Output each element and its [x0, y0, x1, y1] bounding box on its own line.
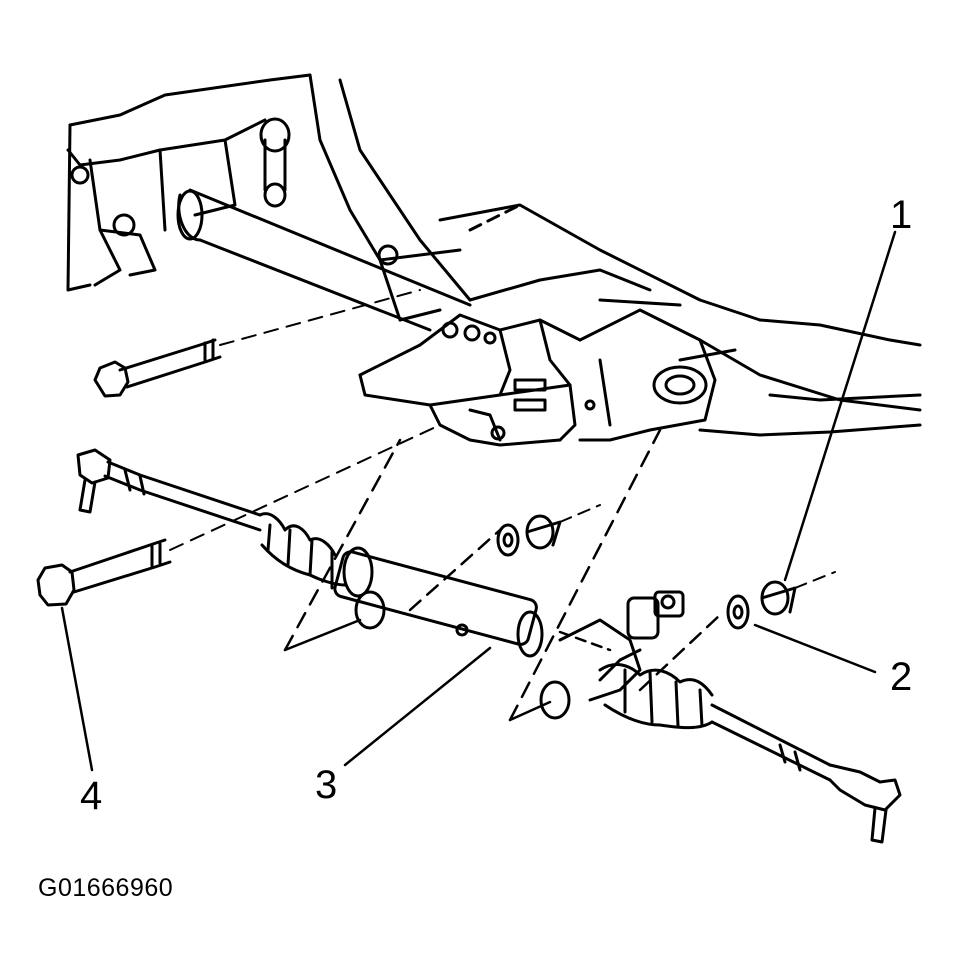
callout-4: 4 [80, 774, 103, 818]
leader-4 [60, 606, 94, 772]
lower-mounting-bolt [36, 424, 441, 607]
frame-crossmember [66, 73, 922, 437]
leader-1 [783, 230, 897, 582]
gear-mounting-bracket [358, 308, 717, 447]
washers-and-nuts [496, 504, 836, 630]
leader-2 [753, 623, 877, 674]
callout-3: 3 [315, 763, 338, 807]
callout-1: 1 [890, 193, 913, 237]
steering-gear-assembly [76, 448, 902, 844]
figure-id: G01666960 [38, 874, 174, 902]
leader-3 [343, 646, 492, 767]
callout-2: 2 [890, 655, 913, 699]
callout-leaders [60, 230, 897, 772]
assembly-guide-lines [283, 428, 722, 722]
upper-mounting-bolt [93, 289, 421, 398]
